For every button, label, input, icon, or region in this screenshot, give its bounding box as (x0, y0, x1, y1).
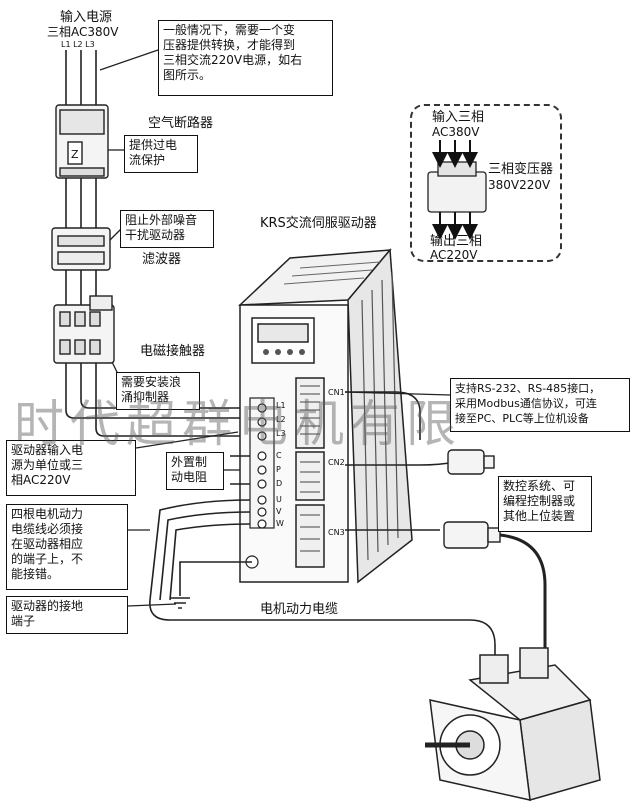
encoder-cable (499, 533, 547, 670)
breaker-note-callout: 提供过电 流保护 (124, 135, 198, 173)
transformer-dashed-box (410, 104, 562, 262)
drive-input-note-line: 源为单位或三 (11, 458, 84, 472)
drive-input-wires (65, 363, 250, 437)
transformer-arrows (432, 140, 478, 240)
filter-title: 滤波器 (142, 252, 182, 267)
terminal-label: V (276, 507, 282, 516)
transformer-output-spec: AC220V (430, 248, 478, 262)
motor-wire-note-callout: 四根电机动力 电缆线必须接 在驱动器相应 的端子上，不 能接错。 (6, 504, 128, 590)
motor-wire-note-line: 能接错。 (11, 567, 60, 581)
transformer-output-label: 输出三相 (430, 234, 483, 249)
transformer-note-callout: 一般情况下，需要一个变 压器提供转换，才能得到 三相交流220V电源，如右 图所… (158, 20, 333, 96)
comm-note-line: 支持RS-232、RS-485接口， (455, 382, 601, 395)
brake-resistor-note-line: 外置制 (171, 455, 208, 469)
phase-labels: L1 L2 L3 (61, 40, 95, 49)
magnetic-contactor (53, 295, 115, 364)
ground-note-callout: 驱动器的接地 端子 (6, 596, 128, 634)
servo-motor (425, 647, 601, 801)
watermark: 时代超群电机有限 (14, 395, 462, 453)
brake-resistor-note-line: 动电阻 (171, 470, 208, 484)
motor-wire-note-line: 电缆线必须接 (11, 522, 84, 536)
contactor-note-line: 涌抑制器 (121, 390, 170, 404)
transformer-note-line: 图所示。 (163, 68, 212, 82)
terminal-label: L1 (276, 401, 286, 410)
controller-note-line: 其他上位装置 (503, 509, 576, 523)
input-power-spec: 三相AC380V (47, 25, 119, 39)
motor-cable-label: 电机动力电缆 (260, 602, 339, 617)
contactor-note-callout: 需要安装浪 涌抑制器 (116, 372, 200, 410)
input-power-title: 输入电源 (60, 10, 113, 25)
svg-text:Z: Z (71, 148, 79, 161)
ground-symbol (170, 597, 190, 609)
ground-note-line: 驱动器的接地 (11, 599, 84, 613)
drive-input-note-line: 相AC220V (11, 473, 71, 487)
terminal-label: C (276, 451, 282, 460)
terminal-label: L3 (276, 429, 286, 438)
motor-wire-note-line: 四根电机动力 (11, 507, 84, 521)
breaker-note-line: 流保护 (129, 153, 166, 167)
filter-note-line: 阻止外部噪音 (125, 213, 198, 227)
transformer-input-label: 输入三相 (432, 110, 485, 125)
transformer-note-line: 一般情况下，需要一个变 (163, 23, 296, 37)
port-label-cn3: CN3 (328, 528, 345, 537)
port-label-cn1: CN1 (328, 388, 345, 397)
input-wires (65, 50, 97, 305)
breaker-title: 空气断路器 (148, 116, 214, 131)
motor-wire-note-line: 的端子上，不 (11, 552, 84, 566)
drive-title: KRS交流伺服驱动器 (260, 216, 377, 231)
contactor-note-line: 需要安装浪 (121, 375, 182, 389)
terminal-label: U (276, 495, 282, 504)
comm-note-line: 接至PC、PLC等上位机设备 (455, 412, 589, 425)
filter-note-callout: 阻止外部噪音 干扰驱动器 (120, 210, 214, 248)
controller-note-callout: 数控系统、可 编程控制器或 其他上位装置 (498, 476, 592, 532)
db25-connector (443, 521, 501, 549)
transformer-input-spec: AC380V (432, 125, 480, 139)
breaker-note-line: 提供过电 (129, 138, 178, 152)
db9-connector (447, 449, 495, 475)
terminal-label: W (276, 519, 284, 528)
contactor-title: 电磁接触器 (140, 344, 206, 359)
callout-leaders (99, 49, 451, 607)
filter-note-line: 干扰驱动器 (125, 228, 186, 242)
port-label-cn2: CN2 (328, 458, 345, 467)
motor-wire-note-line: 在驱动器相应 (11, 537, 84, 551)
drive-input-note-callout: 驱动器输入电 源为单位或三 相AC220V (6, 440, 136, 496)
transformer-note-line: 压器提供转换，才能得到 (163, 38, 296, 52)
transformer-note-line: 三相交流220V电源，如右 (163, 53, 303, 67)
transformer-name: 三相变压器 (488, 162, 554, 177)
comm-note-line: 采用Modbus通信协议，可连 (455, 397, 597, 410)
comm-note-callout: 支持RS-232、RS-485接口， 采用Modbus通信协议，可连 接至PC、… (450, 378, 630, 432)
terminal-label: P (276, 465, 281, 474)
motor-wires (149, 455, 496, 660)
ground-note-line: 端子 (11, 614, 36, 628)
circuit-breaker: Z (55, 104, 109, 179)
transformer-ratio: 380V220V (488, 178, 551, 192)
controller-note-line: 数控系统、可 (503, 479, 576, 493)
noise-filter (51, 227, 111, 271)
terminal-label: D (276, 479, 283, 488)
controller-note-line: 编程控制器或 (503, 494, 576, 508)
brake-resistor-callout: 外置制 动电阻 (166, 452, 224, 490)
terminal-label: L2 (276, 415, 286, 424)
drive-input-note-line: 驱动器输入电 (11, 443, 84, 457)
